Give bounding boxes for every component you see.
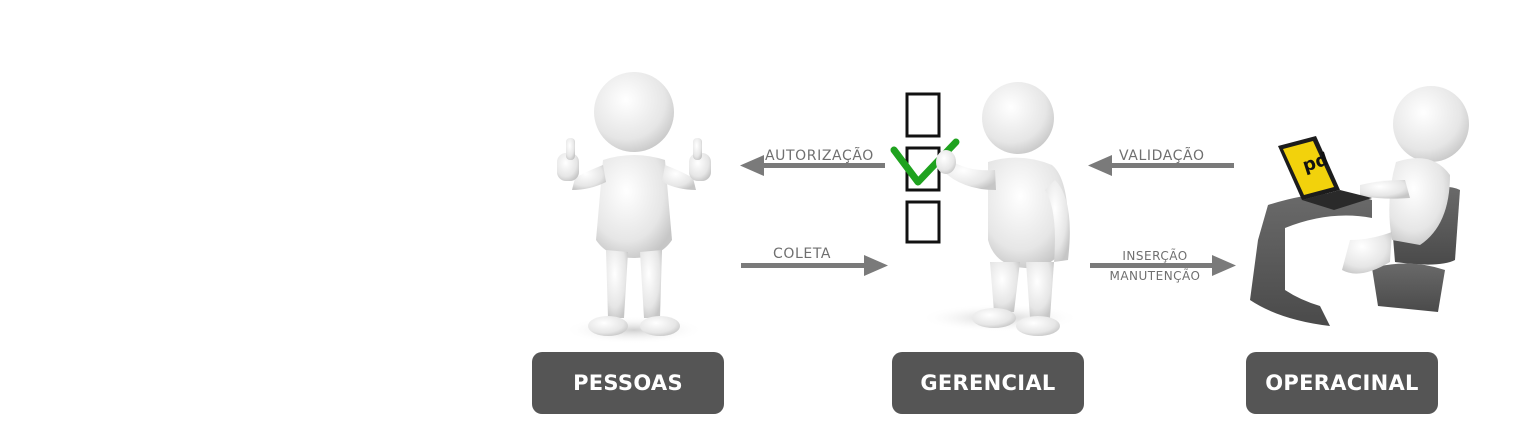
person-right-hand	[689, 153, 711, 181]
label-validacao: VALIDAÇÃO	[1119, 148, 1205, 164]
operator-head	[1393, 86, 1469, 162]
arrow-validacao-shaft	[1108, 163, 1234, 168]
person-left-hand	[557, 153, 579, 181]
label-insercao: INSERÇÃO	[1122, 249, 1188, 263]
manager-left-foot	[972, 308, 1016, 328]
manager-right-foot	[1016, 316, 1060, 336]
operator-torso	[1389, 158, 1450, 245]
flow-arrows	[740, 155, 1236, 276]
operator-laptop-figure: pd	[1250, 86, 1469, 326]
person-shadow	[564, 316, 704, 344]
arrow-coleta-head	[864, 255, 888, 276]
arrow-autorizacao-shaft	[760, 163, 885, 168]
person-right-leg	[640, 250, 662, 318]
manager-left-leg	[990, 262, 1020, 312]
label-coleta: COLETA	[773, 246, 832, 262]
desk	[1250, 193, 1372, 326]
label-manutencao: MANUTENÇÃO	[1109, 269, 1201, 283]
arrow-insercao-shaft	[1090, 263, 1214, 268]
chair-base	[1372, 263, 1445, 312]
manager-head	[982, 82, 1054, 154]
checkbox-empty-top-icon	[905, 92, 941, 138]
laptop-keyboard	[1302, 190, 1372, 210]
arrow-coleta-shaft	[741, 263, 866, 268]
manager-writing-arm	[942, 160, 996, 190]
role-badge-pessoas: PESSOAS	[532, 352, 724, 414]
person-head	[594, 72, 674, 152]
laptop-screen	[1283, 141, 1334, 195]
person-torso	[596, 155, 672, 258]
manager-checklist-figure	[890, 82, 1080, 336]
arrow-validacao-head	[1088, 155, 1112, 176]
role-badge-gerencial: GERENCIAL	[892, 352, 1084, 414]
manager-hand	[936, 150, 956, 174]
person-thumbs-up-figure	[557, 72, 711, 344]
person-left-leg	[606, 250, 628, 318]
manager-other-arm	[1045, 180, 1070, 262]
person-right-thumb	[693, 138, 702, 160]
manager-right-leg	[1026, 262, 1054, 318]
person-right-arm	[662, 165, 696, 190]
label-autorizacao: AUTORIZAÇÃO	[765, 148, 874, 164]
arrow-autorizacao-head	[740, 155, 764, 176]
role-badge-operacional: OPERACINAL	[1246, 352, 1438, 414]
manager-torso	[988, 157, 1069, 269]
checkbox-empty-bottom-icon	[905, 200, 941, 244]
person-right-foot	[640, 316, 680, 336]
label-insercao-manutencao: INSERÇÃO MANUTENÇÃO	[1100, 246, 1210, 286]
operator-leg	[1342, 232, 1392, 274]
operator-arm	[1360, 180, 1410, 199]
person-left-thumb	[566, 138, 575, 160]
person-left-arm	[572, 165, 606, 190]
arrow-insercao-head	[1212, 255, 1236, 276]
person-left-foot	[588, 316, 628, 336]
